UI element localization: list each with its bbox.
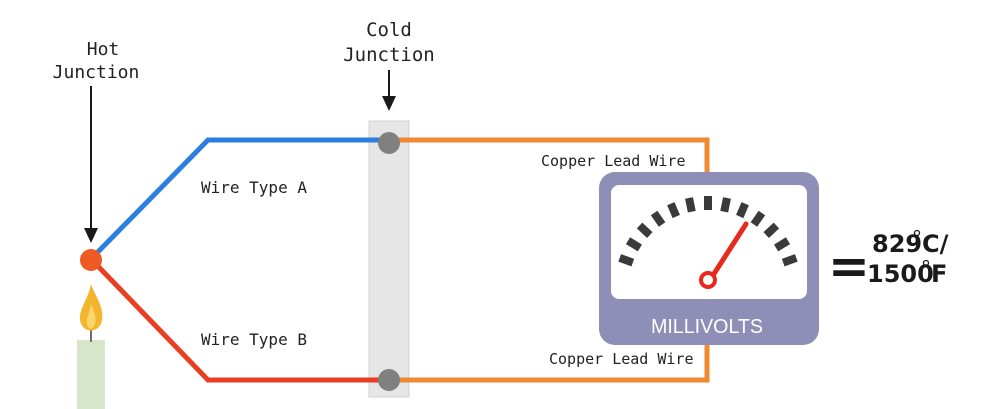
copper-lead-wire-bottom: [389, 340, 710, 383]
wire-type-b: [89, 257, 389, 383]
hot-junction-label-line1: Hot: [87, 39, 120, 60]
meter-label: MILLIVOLTS: [651, 316, 763, 338]
gauge-tick: [720, 197, 731, 213]
flame-core-icon: [86, 304, 96, 329]
gauge-icon: [618, 196, 798, 267]
gauge-tick: [650, 210, 666, 227]
gauge-pivot: [699, 271, 717, 289]
cold-junction-label-line2: Junction: [343, 44, 435, 66]
arrow-down-icon: [84, 86, 98, 243]
gauge-tick: [685, 197, 696, 213]
gauge-tick: [736, 202, 749, 219]
gauge-needle: [707, 221, 749, 283]
cold-junction-label-line1: Cold: [366, 19, 412, 41]
equals-sign: =: [828, 237, 870, 295]
gauge-tick: [667, 202, 680, 219]
wire-type-a: [89, 137, 389, 261]
hot-junction-label-line2: Junction: [53, 62, 140, 83]
terminal-screw-bottom: [378, 369, 400, 391]
hot-junction-dot: [80, 249, 102, 271]
wire-type-a-label: Wire Type A: [201, 178, 307, 197]
gauge-tick: [774, 237, 791, 252]
candle: [77, 284, 105, 409]
gauge-tick: [781, 254, 798, 267]
fahrenheit-value: 1500: [867, 260, 934, 288]
gauge-tick: [636, 222, 653, 239]
terminal-block: [368, 120, 410, 398]
terminal-screw-top: [378, 132, 400, 154]
copper-lead-wire-bottom-label: Copper Lead Wire: [549, 350, 694, 368]
wire-type-b-label: Wire Type B: [201, 330, 307, 349]
fahrenheit-unit: F: [931, 260, 947, 288]
gauge-tick: [625, 237, 642, 252]
celsius-unit: C/: [922, 230, 949, 258]
celsius-value: 829: [872, 230, 922, 258]
gauge-tick: [750, 210, 766, 227]
degree-symbol-celsius: [913, 229, 921, 237]
gauge-tick: [763, 222, 780, 239]
copper-lead-wire-top-label: Copper Lead Wire: [541, 152, 686, 170]
candle-body: [77, 340, 105, 409]
degree-symbol-fahrenheit: [922, 259, 930, 267]
gauge-tick: [618, 254, 635, 267]
arrow-down-icon: [382, 70, 396, 111]
millivolt-meter: MILLIVOLTS: [599, 172, 819, 345]
copper-lead-wire-top: [389, 137, 710, 176]
